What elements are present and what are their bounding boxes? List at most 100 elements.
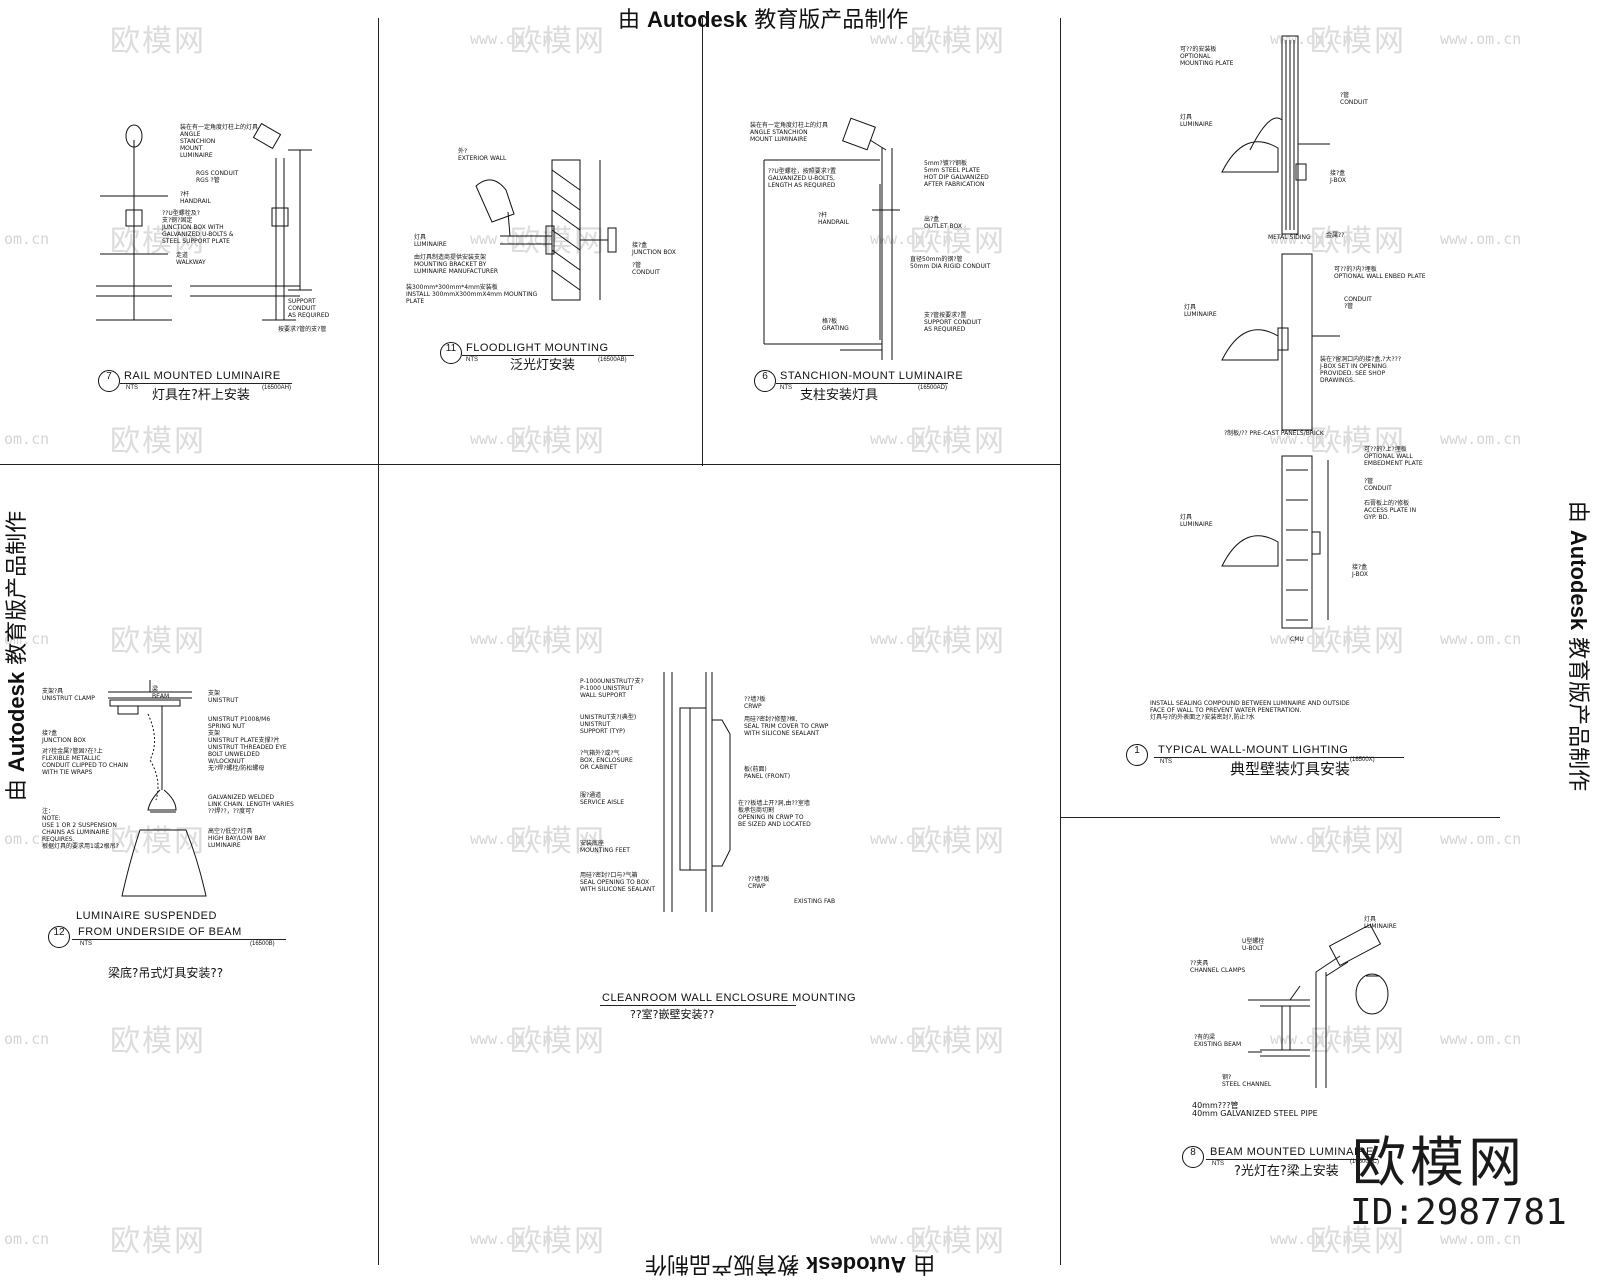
detail-title-cn: ??室?嵌壁安装??	[630, 1008, 715, 1021]
susp-label-3: 支架 UNISTRUT	[208, 690, 239, 704]
beam-label-4: ?有的梁 EXISTING BEAM	[1194, 1034, 1242, 1048]
wall-label-16: 接?盒 J-BOX	[1352, 564, 1368, 578]
cleanroom-drawing	[663, 672, 731, 912]
detail-title-cn: ?光灯在?梁上安装	[1234, 1164, 1339, 1179]
title-underline	[776, 383, 948, 384]
watermark-logo: 欧模网	[910, 824, 1006, 859]
susp-label-9: GALVANIZED WELDED LINK CHAIN. LENGTH VAR…	[208, 794, 294, 815]
detail-title: TYPICAL WALL-MOUNT LIGHTING	[1158, 744, 1349, 756]
detail-title: LUMINAIRE SUSPENDED	[76, 910, 217, 922]
autodesk-stamp-right: 由 Autodesk 教育版产品制作	[1565, 500, 1592, 792]
clean-label-12: EXISTING FAB	[794, 898, 836, 905]
watermark-url: www.om.cn	[870, 430, 952, 448]
wall-label-10: 装在?留洞口内的接?盒,?大??? J-BOX SET IN OPENING P…	[1320, 356, 1402, 384]
watermark-url: www.om.cn	[1440, 630, 1522, 648]
watermark-url: www.om.cn	[870, 630, 952, 648]
nts-label: NTS	[1160, 759, 1172, 765]
brand-id: ID:2987781	[1350, 1192, 1567, 1233]
flood-label-5: ?管 CONDUIT	[632, 262, 660, 276]
wall-label-8: CONDUIT ?管	[1344, 296, 1372, 310]
stanchion-label-5: 出?盒 OUTLET BOX	[924, 216, 962, 230]
watermark-logo: 欧模网	[910, 424, 1006, 459]
susp-label-4: 接?盒 JUNCTION BOX	[42, 730, 86, 744]
title-underline	[462, 355, 634, 356]
detail-code: (16500AB)	[598, 357, 627, 363]
detail-code: (16500B)	[250, 941, 275, 947]
watermark-url: www.om.cn	[1270, 430, 1352, 448]
wall-label-17: CMU	[1290, 636, 1304, 643]
stanchion-drawing	[763, 117, 900, 360]
suspended-drawing	[108, 680, 207, 897]
detail-number-bubble: 8	[1182, 1146, 1204, 1168]
rail-label-7: 按要求?管的支?管	[278, 326, 327, 333]
beam-label-2: U型螺栓 U-BOLT	[1242, 938, 1265, 952]
flood-label-4: 接?盒 JUNCTION BOX	[632, 242, 676, 256]
clean-label-6: 板(前面) PANEL (FRONT)	[744, 766, 791, 780]
watermark-logo: 欧模网	[510, 1024, 606, 1059]
autodesk-stamp-left: 由 Autodesk 教育版产品制作	[4, 510, 31, 802]
stanchion-label-1: 装在有一定角度灯柱上的灯具 ANGLE STANCHION MOUNT LUMI…	[750, 122, 829, 143]
wall-label-12: 可??的?上?埋板 OPTIONAL WALL EMBEDMENT PLATE	[1364, 446, 1423, 467]
flood-label-1: 外? EXTERIOR WALL	[458, 148, 507, 162]
title-underline	[1154, 757, 1404, 758]
clean-label-7: 服?通道 SERVICE AISLE	[580, 792, 625, 806]
watermark-logo: 欧模网	[910, 1224, 1006, 1259]
nts-label: NTS	[780, 385, 792, 391]
watermark-logo: 欧模网	[910, 624, 1006, 659]
watermark-logo: 欧模网	[110, 624, 206, 659]
clean-label-1: P-1000UNISTRUT?支? P-1000 UNISTRUT WALL S…	[580, 678, 644, 699]
divider-line	[0, 464, 1060, 465]
susp-label-11: 高空?/低空?灯具 HIGH BAY/LOW BAY LUMINAIRE	[208, 828, 266, 849]
watermark-url: www.om.cn	[1440, 30, 1522, 48]
detail-title-cn: 灯具在?杆上安装	[152, 388, 250, 403]
rail-label-1: 装在有一定角度灯柱上的灯具 ANGLE STANCHION MOUNT LUMI…	[180, 124, 259, 159]
detail-title-cn: 泛光灯安装	[510, 358, 576, 373]
clean-label-9: 安装底座 MOUNTING FEET	[580, 840, 630, 854]
detail-title: BEAM MOUNTED LUMINAIRE	[1210, 1146, 1374, 1158]
watermark-logo: 欧模网	[1310, 24, 1406, 59]
detail-code: (16500AC)	[1350, 1159, 1380, 1165]
susp-label-5: 对?栓金属?管固?在?上 FLEXIBLE METALLIC CONDUIT C…	[42, 748, 128, 776]
wall-label-1: 可??的安装板 OPTIONAL MOUNTING PLATE	[1180, 46, 1234, 67]
title-underline	[1206, 1159, 1378, 1160]
stanchion-label-7: 格?板 GRATING	[822, 318, 849, 332]
stanchion-label-6: 直径50mm的钢?管 50mm DIA RIGID CONDUIT	[910, 256, 991, 270]
detail-title-cn: 梁底?吊式灯具安装??	[108, 966, 224, 980]
watermark-url: www.om.cn	[470, 430, 552, 448]
floodlight-drawing	[475, 159, 617, 301]
clean-label-5: ?气箱外?或?气 BOX, ENCLOSURE OR CABINET	[580, 750, 633, 771]
title-underline	[72, 939, 286, 940]
brand-logo: 欧模网	[1352, 1131, 1526, 1194]
watermark-url: www.om.cn	[1440, 230, 1522, 248]
beam-label-3: ??夹具 CHANNEL CLAMPS	[1190, 960, 1246, 974]
susp-label-10: 注： NOTE: USE 1 OR 2 SUSPENSION CHAINS AS…	[42, 808, 119, 850]
beam-label-6: 40mm???管 40mm GALVANIZED STEEL PIPE	[1192, 1101, 1318, 1118]
watermark-url: www.om.cn	[470, 830, 552, 848]
stanchion-label-4: ?杆 HANDRAIL	[818, 212, 849, 226]
detail-code: (16500AD)	[918, 385, 948, 391]
flood-label-6: 装300mm*300mm*4mm安装板 INSTALL 300mmX300mmX…	[406, 284, 538, 305]
wall-label-13: ?管 CONDUIT	[1364, 478, 1392, 492]
rail-label-3: ?杆 HANDRAIL	[180, 191, 211, 205]
nts-label: NTS	[466, 357, 478, 363]
stanchion-label-3: 5mm?镀??钢板 5mm STEEL PLATE HOT DIP GALVAN…	[924, 160, 989, 188]
detail-number-bubble: 12	[48, 926, 70, 948]
clean-label-4: 用硅?密封?修整?框, SEAL TRIM COVER TO CRWP WITH…	[744, 716, 829, 737]
watermark-logo: 欧模网	[1310, 824, 1406, 859]
watermark-url: www.om.cn	[470, 1030, 552, 1048]
watermark-logo: 欧模网	[1310, 1224, 1406, 1259]
watermark-logo: 欧模网	[110, 224, 206, 259]
divider-line	[1060, 18, 1061, 1265]
wall-label-5: METAL SIDING	[1268, 234, 1311, 241]
clean-label-10: 用硅?密封?口与?气箱 SEAL OPENING TO BOX WITH SIL…	[580, 872, 656, 893]
detail-code: (16500X)	[1350, 757, 1375, 763]
detail-title: STANCHION-MOUNT LUMINAIRE	[780, 370, 964, 382]
clean-label-2: ??墙?板 CRWP	[744, 696, 766, 710]
divider-line	[1060, 817, 1500, 818]
stanchion-label-2: ??U型螺栓，按照要求?置 GALVANIZED U-BOLTS, LENGTH…	[768, 168, 836, 189]
rail-drawing	[96, 122, 312, 321]
susp-label-8: UNISTRUT THREADED EYE BOLT UNWELDED W/LO…	[208, 744, 287, 772]
rail-label-5: 走道 WALKWAY	[176, 252, 206, 266]
detail-title-cn: 支柱安装灯具	[800, 388, 879, 403]
rail-label-6: SUPPORT CONDUIT AS REQUIRED	[288, 298, 330, 319]
